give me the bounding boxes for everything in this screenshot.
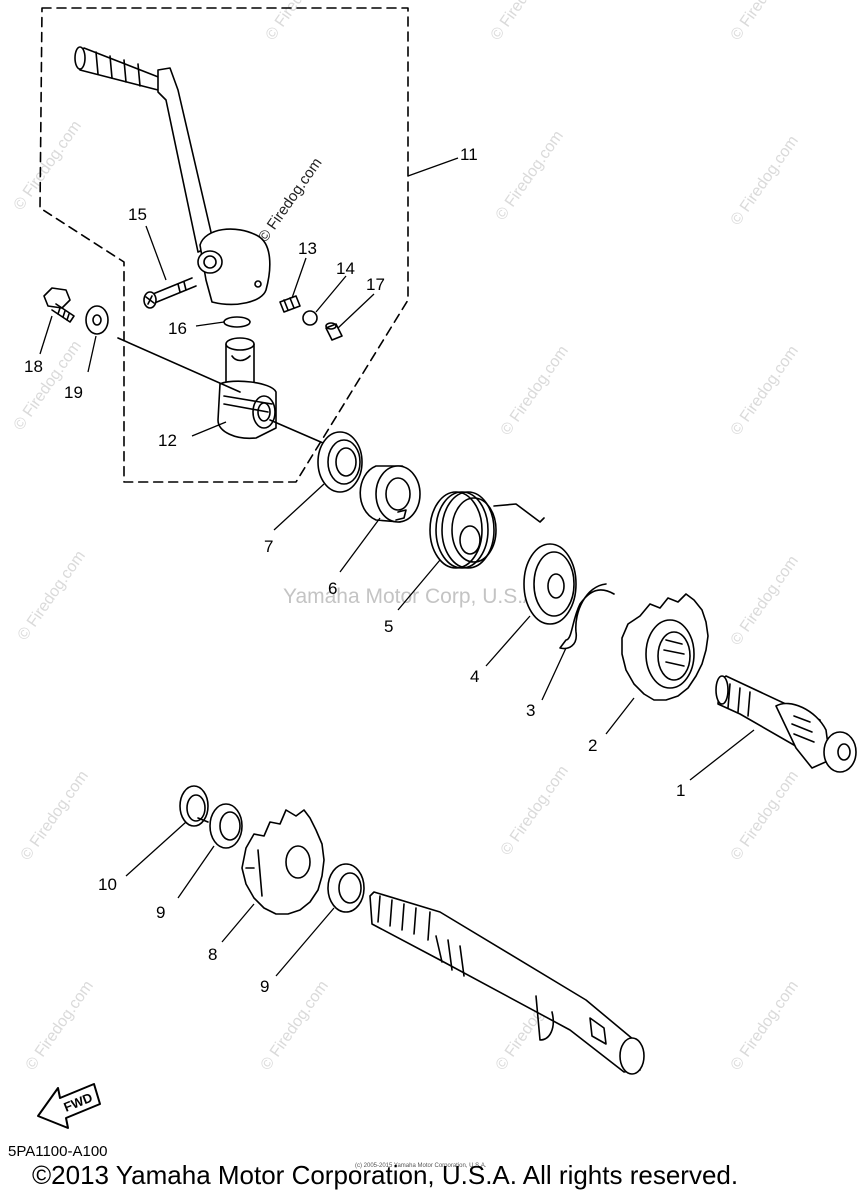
washer-9-lower [327,863,365,913]
callout-9-upper: 9 [156,903,166,922]
callout-12: 12 [158,431,177,450]
idler-gear-8 [241,809,325,915]
leader-11 [407,157,459,177]
callout-18: 18 [24,357,43,376]
torsion-spring-5 [429,491,545,569]
washer-9-upper [209,803,243,849]
leader-10 [125,821,187,877]
leader-9b [275,907,335,977]
callout-6: 6 [328,579,338,598]
spring-13 [279,295,301,313]
main-axle [369,891,645,1075]
oil-seal-7 [317,431,363,493]
leader-5 [397,559,441,611]
callout-5: 5 [384,617,394,636]
shaft-axis [117,337,331,447]
kick-shaft-1 [715,675,857,773]
leader-6 [339,517,381,573]
callout-15: 15 [128,205,147,224]
fwd-arrow-icon [37,1083,101,1129]
leader-2 [605,697,635,735]
leader-12 [191,421,227,437]
tiny-copyright: (c) 2005-2015 Yamaha Motor Corporation, … [355,1163,487,1169]
callout-16: 16 [168,319,187,338]
circlip-10 [179,785,209,827]
leader-3 [541,647,567,701]
kick-assembly-boundary [39,7,409,483]
callout-4: 4 [470,667,480,686]
callout-9-lower: 9 [260,977,270,996]
center-watermark: Yamaha Motor Corp, U.S.A. [283,585,543,608]
o-ring-16 [223,316,251,328]
washer-19 [85,305,109,335]
leader-16 [195,321,225,327]
washer-4 [523,543,577,625]
pin-17 [325,322,343,341]
spring-guide-6 [359,465,421,523]
callout-8: 8 [208,945,218,964]
leader-4 [485,615,531,667]
leader-15 [145,225,167,281]
leader-9a [177,845,215,899]
leader-17 [337,293,375,329]
leader-1 [689,729,755,781]
callout-17: 17 [366,275,385,294]
callout-7: 7 [264,537,274,556]
kick-boss-12 [217,337,277,440]
callout-11: 11 [460,145,478,164]
ball-14 [302,310,318,326]
callout-14: 14 [336,259,355,278]
leader-19 [87,335,97,373]
callout-10: 10 [98,875,117,894]
part-code: 5PA1100-A100 [8,1143,108,1160]
callout-3: 3 [526,701,536,720]
circlip-3 [559,583,615,650]
callout-19: 19 [64,383,83,402]
kick-gear-2 [621,593,709,701]
leader-18 [39,315,53,355]
copyright-notice: ©2013 Yamaha Motor Corporation, U.S.A. A… [32,1160,739,1190]
callout-2: 2 [588,736,598,755]
bolt-15 [143,277,197,309]
callout-1: 1 [676,781,686,800]
kick-lever [74,46,271,306]
leader-13 [291,257,307,299]
leader-14 [315,275,347,313]
bolt-18 [43,287,75,323]
leader-8 [221,903,255,943]
leader-7 [273,483,325,531]
callout-13: 13 [298,239,317,258]
